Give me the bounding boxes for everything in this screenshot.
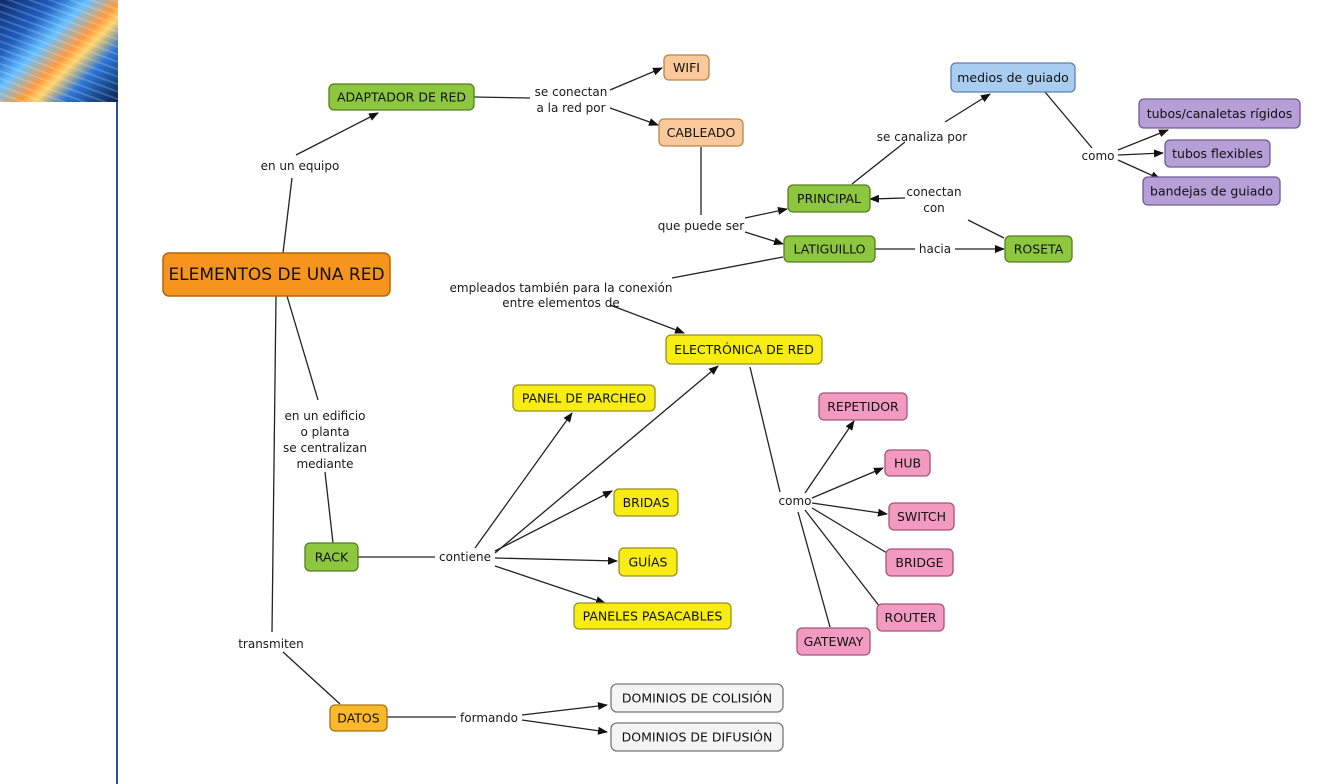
node-tubos-rigidos: tubos/canaletas rígidos bbox=[1138, 98, 1301, 129]
label-o-planta: o planta bbox=[300, 425, 349, 439]
svg-text:BRIDGE: BRIDGE bbox=[895, 555, 943, 570]
svg-text:ELECTRÓNICA DE RED: ELECTRÓNICA DE RED bbox=[674, 342, 814, 357]
svg-text:GUÍAS: GUÍAS bbox=[628, 555, 667, 570]
label-con: con bbox=[923, 201, 945, 215]
slide-left-border bbox=[116, 102, 118, 784]
header-decoration-image bbox=[0, 0, 118, 102]
svg-text:CABLEADO: CABLEADO bbox=[667, 125, 736, 140]
node-bridas: BRIDAS bbox=[613, 488, 679, 517]
node-medios-de-guiado: medios de guiado bbox=[950, 62, 1076, 93]
node-datos: DATOS bbox=[329, 704, 388, 732]
node-hub: HUB bbox=[884, 449, 931, 477]
label-empleados-tambien: empleados también para la conexión bbox=[450, 281, 673, 295]
connectors bbox=[271, 67, 1169, 735]
node-guias: GUÍAS bbox=[618, 547, 678, 577]
node-electronica-de-red: ELECTRÓNICA DE RED bbox=[665, 334, 823, 365]
label-como-medios: como bbox=[1082, 149, 1115, 163]
node-rack: RACK bbox=[304, 542, 359, 572]
svg-text:PANELES PASACABLES: PANELES PASACABLES bbox=[583, 609, 723, 624]
node-main: ELEMENTOS DE UNA RED bbox=[162, 252, 391, 297]
node-tubos-flexibles: tubos flexibles bbox=[1164, 139, 1271, 168]
label-a-la-red-por: a la red por bbox=[536, 101, 605, 115]
node-cableado: CABLEADO bbox=[658, 118, 744, 147]
svg-text:PRINCIPAL: PRINCIPAL bbox=[797, 191, 861, 206]
label-en-un-equipo: en un equipo bbox=[261, 159, 340, 173]
node-panel-de-parcheo: PANEL DE PARCHEO bbox=[512, 384, 656, 412]
svg-text:BRIDAS: BRIDAS bbox=[623, 495, 670, 510]
label-conectan: conectan bbox=[906, 185, 961, 199]
svg-text:RACK: RACK bbox=[315, 550, 349, 565]
svg-text:LATIGUILLO: LATIGUILLO bbox=[794, 242, 866, 257]
svg-text:ROSETA: ROSETA bbox=[1014, 242, 1064, 257]
node-roseta: ROSETA bbox=[1004, 235, 1073, 263]
label-formando: formando bbox=[460, 711, 518, 725]
svg-text:REPETIDOR: REPETIDOR bbox=[827, 399, 899, 414]
svg-text:GATEWAY: GATEWAY bbox=[804, 634, 864, 649]
label-contiene: contiene bbox=[439, 550, 491, 564]
svg-text:ROUTER: ROUTER bbox=[885, 610, 937, 625]
node-dominios-de-colision: DOMINIOS DE COLISIÓN bbox=[610, 683, 784, 713]
label-mediante: mediante bbox=[296, 457, 353, 471]
svg-text:tubos/canaletas rígidos: tubos/canaletas rígidos bbox=[1147, 106, 1293, 121]
svg-text:HUB: HUB bbox=[894, 456, 921, 471]
node-wifi: WIFI bbox=[663, 54, 710, 81]
node-switch: SWITCH bbox=[888, 502, 955, 531]
node-bridge: BRIDGE bbox=[885, 548, 954, 577]
label-transmiten: transmiten bbox=[238, 637, 304, 651]
svg-text:ELEMENTOS DE UNA RED: ELEMENTOS DE UNA RED bbox=[168, 265, 384, 285]
node-paneles-pasacables: PANELES PASACABLES bbox=[573, 602, 732, 630]
svg-text:bandejas de guiado: bandejas de guiado bbox=[1150, 184, 1273, 199]
label-que-puede-ser: que puede ser bbox=[658, 219, 744, 233]
label-como-electronica: como bbox=[779, 494, 812, 508]
node-latiguillo: LATIGUILLO bbox=[783, 235, 876, 263]
svg-text:WIFI: WIFI bbox=[673, 60, 700, 75]
label-se-centralizan: se centralizan bbox=[283, 441, 367, 455]
label-entre-elementos-de: entre elementos de bbox=[502, 296, 619, 310]
node-gateway: GATEWAY bbox=[796, 627, 871, 656]
svg-text:PANEL DE PARCHEO: PANEL DE PARCHEO bbox=[522, 391, 646, 406]
svg-text:SWITCH: SWITCH bbox=[897, 509, 946, 524]
node-router: ROUTER bbox=[876, 603, 945, 632]
svg-text:ADAPTADOR DE RED: ADAPTADOR DE RED bbox=[337, 90, 466, 105]
svg-text:DATOS: DATOS bbox=[337, 711, 379, 726]
label-se-conectan: se conectan bbox=[535, 85, 608, 99]
svg-text:DOMINIOS DE DIFUSIÓN: DOMINIOS DE DIFUSIÓN bbox=[622, 730, 773, 745]
node-principal: PRINCIPAL bbox=[787, 184, 871, 213]
node-bandejas-de-guiado: bandejas de guiado bbox=[1142, 176, 1281, 206]
label-en-un-edificio: en un edificio bbox=[285, 409, 366, 423]
svg-text:medios de guiado: medios de guiado bbox=[957, 70, 1069, 85]
node-dominios-de-difusion: DOMINIOS DE DIFUSIÓN bbox=[610, 722, 784, 752]
label-se-canaliza-por: se canaliza por bbox=[877, 130, 967, 144]
svg-text:tubos flexibles: tubos flexibles bbox=[1172, 146, 1263, 161]
node-repetidor: REPETIDOR bbox=[818, 392, 908, 421]
link-labels: en un equipo se conectan a la red por qu… bbox=[238, 85, 1114, 725]
label-hacia: hacia bbox=[919, 242, 951, 256]
svg-text:DOMINIOS DE COLISIÓN: DOMINIOS DE COLISIÓN bbox=[622, 691, 772, 706]
node-adaptador-de-red: ADAPTADOR DE RED bbox=[328, 83, 475, 111]
